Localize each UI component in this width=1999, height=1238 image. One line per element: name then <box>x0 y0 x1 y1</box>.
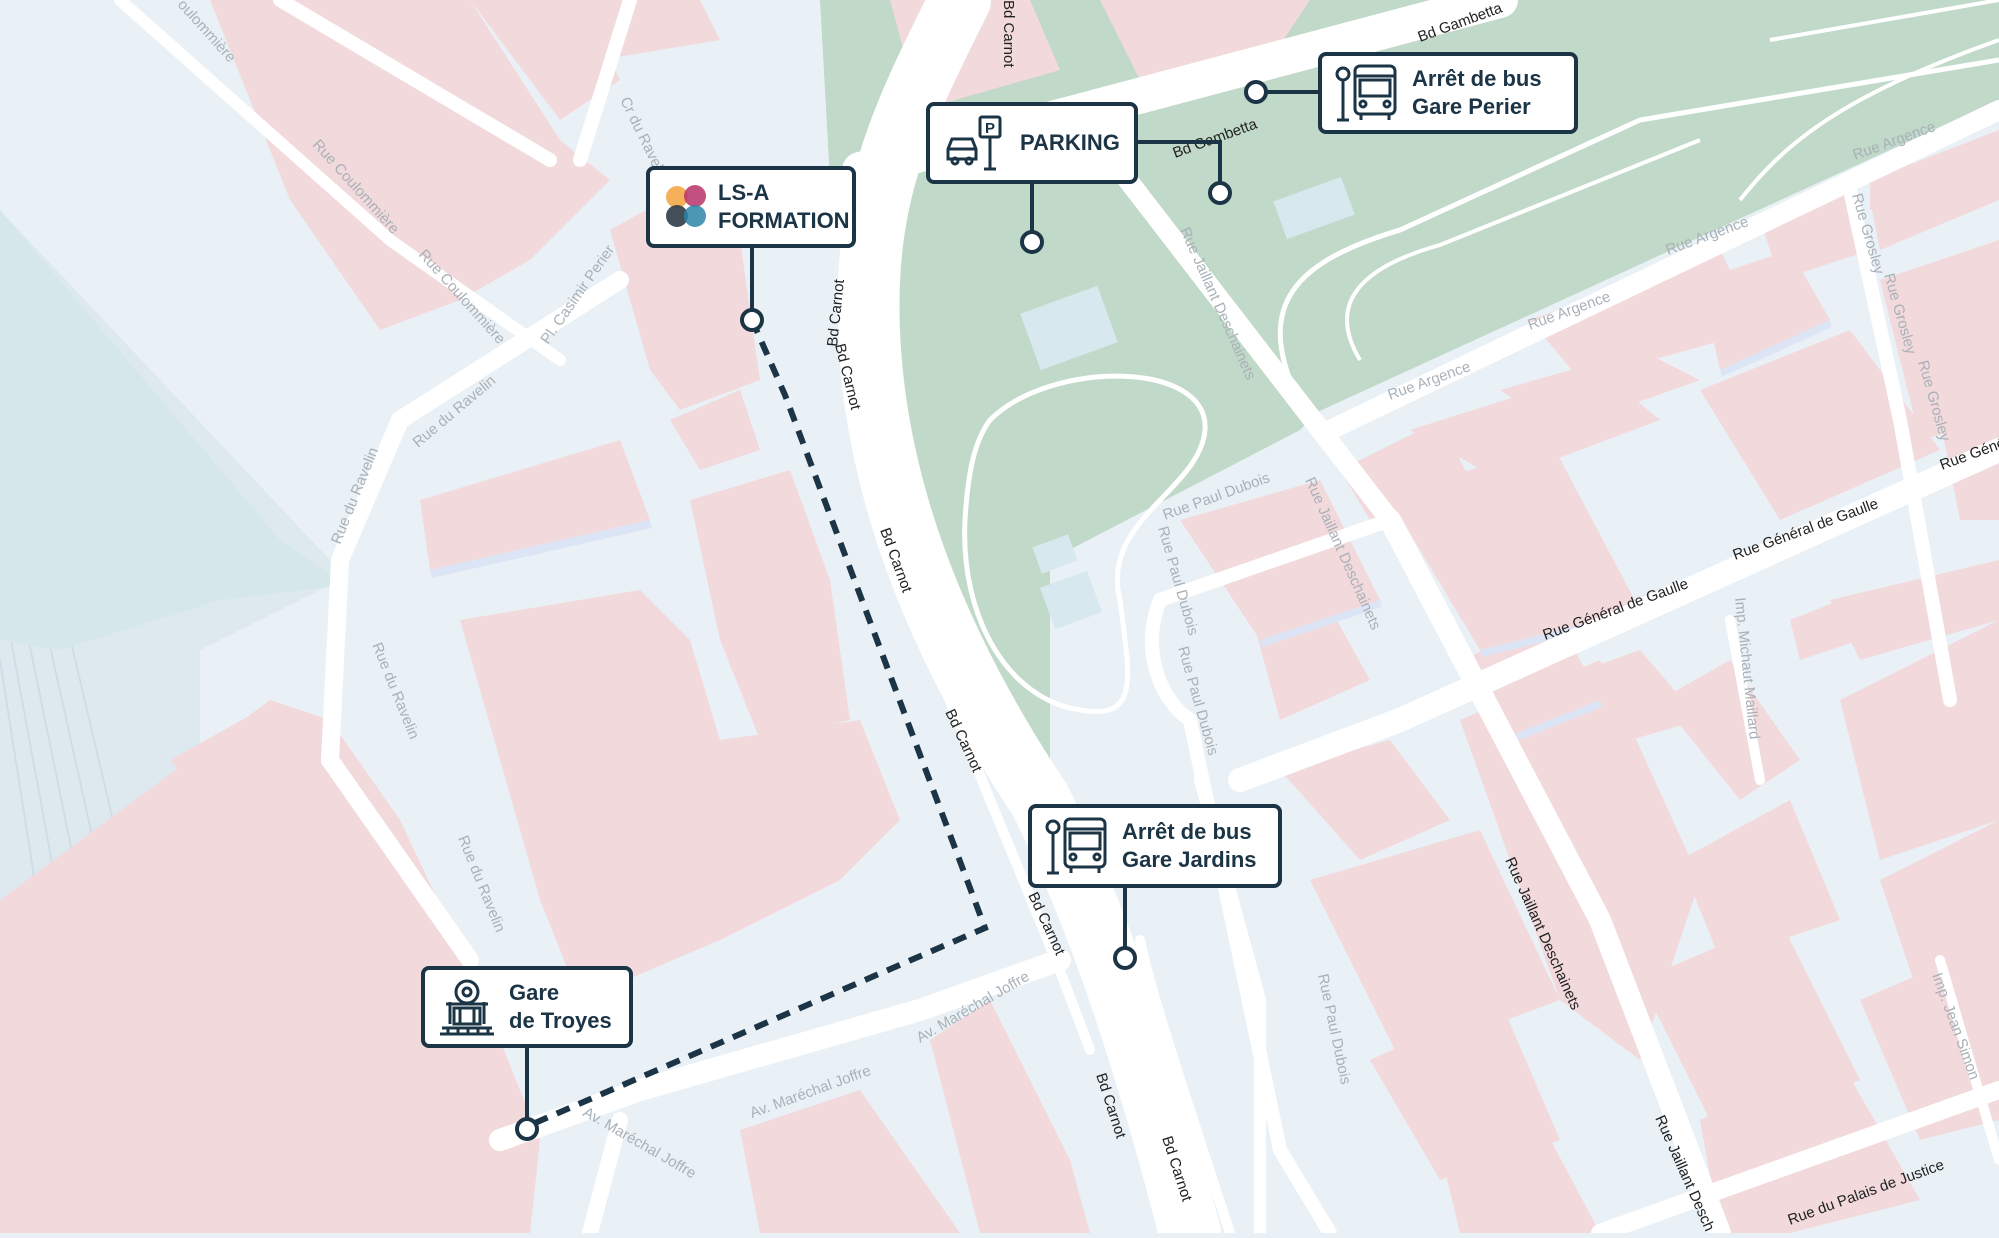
marker-bus-gare-jardins[interactable]: Arrêt de bus Gare Jardins <box>1028 804 1282 888</box>
park-path-inner <box>1345 138 1701 362</box>
pin-parking-2 <box>1208 181 1232 205</box>
rue-jaillant-road <box>1379 509 1731 1238</box>
bus-jardins-line-2: Gare Jardins <box>1122 847 1257 872</box>
park-pond-1 <box>1020 285 1118 371</box>
park-extension <box>1050 370 1340 560</box>
bus-perier-line-1: Arrêt de bus <box>1412 66 1542 91</box>
park-path-north <box>1277 57 1999 381</box>
park-pond-4 <box>1039 570 1103 630</box>
train-station-icon <box>425 976 509 1038</box>
rue-paul-dubois-road <box>1145 513 1397 1238</box>
pin-parking <box>1020 230 1044 254</box>
rue-general-de-gaulle-road <box>1228 438 1999 792</box>
bus-stop-icon <box>1032 815 1122 877</box>
gare-line-1: Gare <box>509 980 560 1005</box>
park-pond-2 <box>1273 176 1355 240</box>
pin-ls-a-formation <box>740 308 764 332</box>
ls-a-line-1: LS-A <box>718 180 770 205</box>
pin-bus-gare-perier <box>1244 80 1268 104</box>
bus-stop-icon <box>1322 62 1412 124</box>
walking-route <box>526 318 989 1129</box>
ls-a-line-2: FORMATION <box>718 208 850 233</box>
marker-ls-a-formation[interactable]: LS-A FORMATION <box>646 166 856 248</box>
rue-du-ravelin-road <box>320 271 629 969</box>
canal-water <box>0 210 345 650</box>
park-area <box>820 0 1999 790</box>
parking-label: PARKING <box>1020 130 1120 155</box>
parking-car-icon: P <box>930 113 1020 173</box>
park-path-top <box>1769 0 1999 42</box>
connectors <box>525 90 1322 1124</box>
marker-bus-gare-perier[interactable]: Arrêt de bus Gare Perier <box>1318 52 1578 134</box>
park-path-east <box>1738 38 1999 202</box>
bus-perier-line-2: Gare Perier <box>1412 94 1531 119</box>
ls-a-logo-icon <box>656 182 718 232</box>
label-bd-carnot-top: Bd Carnot <box>1000 0 1017 68</box>
rue-grosley-road <box>1843 183 1957 707</box>
roads <box>114 0 1999 1238</box>
marker-parking[interactable]: P PARKING <box>926 102 1138 184</box>
pin-gare-de-troyes <box>515 1117 539 1141</box>
gare-line-2: de Troyes <box>509 1008 612 1033</box>
marker-gare-de-troyes[interactable]: Gare de Troyes <box>421 966 633 1048</box>
rue-argence-road <box>1320 100 1999 440</box>
bus-jardins-line-1: Arrêt de bus <box>1122 819 1252 844</box>
map-pins <box>515 80 1268 1141</box>
av-marechal-joffre-road <box>489 949 1071 1151</box>
pin-bus-gare-jardins <box>1113 946 1137 970</box>
park-pond-3 <box>1032 534 1078 574</box>
rue-palais-justice-road <box>1591 1081 1999 1238</box>
park-path-loop <box>962 373 1208 714</box>
svg-text:P: P <box>985 120 995 137</box>
